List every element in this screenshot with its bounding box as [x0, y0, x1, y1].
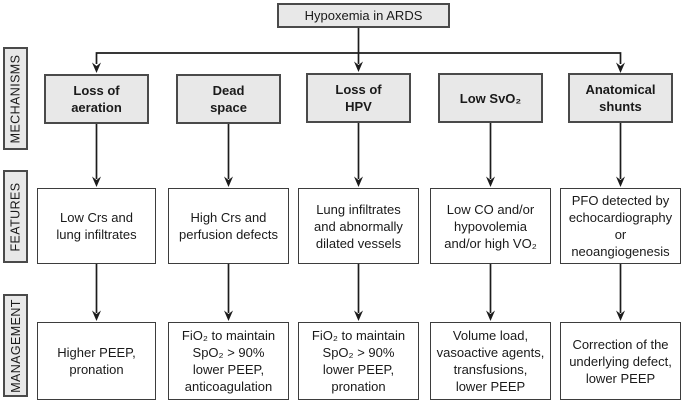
management-box-higher-peep: Higher PEEP, pronation [37, 322, 156, 400]
feature-box-low-crs: Low Crs and lung infiltrates [37, 188, 156, 264]
row-label-features: FEATURES [3, 170, 28, 263]
row-label-mechanisms: MECHANISMS [3, 47, 28, 150]
mechanism-box-low-svo2: Low SvO₂ [438, 73, 543, 123]
feature-box-pfo: PFO detected by echocardiography or neoa… [560, 188, 681, 264]
row-label-management: MANAGEMENT [3, 294, 28, 397]
management-box-volume-load: Volume load, vasoactive agents, transfus… [430, 322, 551, 400]
row-label-features-text: FEATURES [8, 182, 23, 251]
row-label-mechanisms-text: MECHANISMS [8, 54, 23, 143]
mechanism-box-loss-of-aeration: Loss of aeration [44, 74, 149, 124]
mechanism-box-dead-space: Dead space [176, 74, 281, 124]
management-box-correction-defect: Correction of the underlying defect, low… [560, 322, 681, 400]
management-box-fio2-pronation: FiO₂ to maintain SpO₂ > 90% lower PEEP, … [298, 322, 419, 400]
feature-box-high-crs: High Crs and perfusion defects [168, 188, 289, 264]
mechanism-box-anatomical-shunts: Anatomical shunts [568, 73, 673, 123]
management-box-fio2-anticoagulation: FiO₂ to maintain SpO₂ > 90% lower PEEP, … [168, 322, 289, 400]
root-box-hypoxemia-in-ards: Hypoxemia in ARDS [277, 3, 450, 28]
feature-box-low-co: Low CO and/or hypovolemia and/or high VO… [430, 188, 551, 264]
arrowheads [92, 61, 625, 321]
mechanism-box-loss-of-hpv: Loss of HPV [306, 73, 411, 123]
feature-box-lung-infiltrates: Lung infiltrates and abnormally dilated … [298, 188, 419, 264]
row-label-management-text: MANAGEMENT [8, 298, 23, 393]
